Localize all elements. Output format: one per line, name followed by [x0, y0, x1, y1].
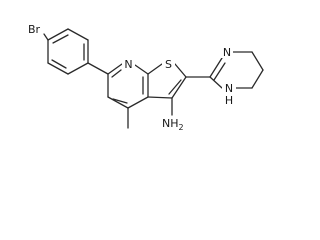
amino-subscript-text: 2 — [179, 123, 184, 132]
bond-amidine-double — [209, 57, 223, 78]
bond-thiophene-double — [168, 79, 182, 95]
bond-phenyl — [67, 62, 89, 75]
bond-ring — [209, 76, 223, 89]
bond-ring — [251, 51, 264, 71]
bond-pyridine — [107, 96, 129, 109]
bond-ring — [251, 69, 264, 89]
bond-pyridine — [134, 64, 149, 75]
amino-nh-text: NH — [162, 117, 179, 130]
bond-aryl-link — [87, 62, 109, 75]
amino-group-label: NH2 — [162, 117, 184, 132]
bond-phenyl-double — [51, 59, 67, 69]
bond-phenyl — [67, 28, 89, 41]
bond-phenyl-double — [52, 34, 69, 44]
ring-nh-nitrogen-label: N — [225, 82, 233, 95]
molecule-structure: Br N S N N H NH2 — [28, 23, 264, 132]
thiophene-sulfur-label: S — [165, 58, 172, 71]
bond-amidine-double — [213, 62, 226, 81]
bond-pyridine-double — [112, 98, 128, 104]
bond-pyridine — [127, 96, 149, 109]
amidine-nitrogen-label: N — [223, 46, 231, 59]
bond-thiophene — [147, 96, 173, 99]
bond-phenyl — [47, 28, 69, 41]
bond-thiophene — [147, 63, 163, 75]
bond-pyridine — [107, 63, 123, 75]
bond-thiophene — [171, 76, 187, 99]
bond-pyridine-double — [111, 69, 122, 78]
bond-br-c — [43, 33, 49, 41]
bromine-atom-label: Br — [28, 23, 41, 36]
molecule-canvas: Br N S N N H NH2 — [28, 23, 264, 132]
ring-nh-hydrogen-label: H — [225, 94, 233, 107]
bond-phenyl — [47, 62, 69, 75]
bond-thiophene — [174, 63, 187, 78]
pyridine-nitrogen-label: N — [124, 58, 132, 71]
